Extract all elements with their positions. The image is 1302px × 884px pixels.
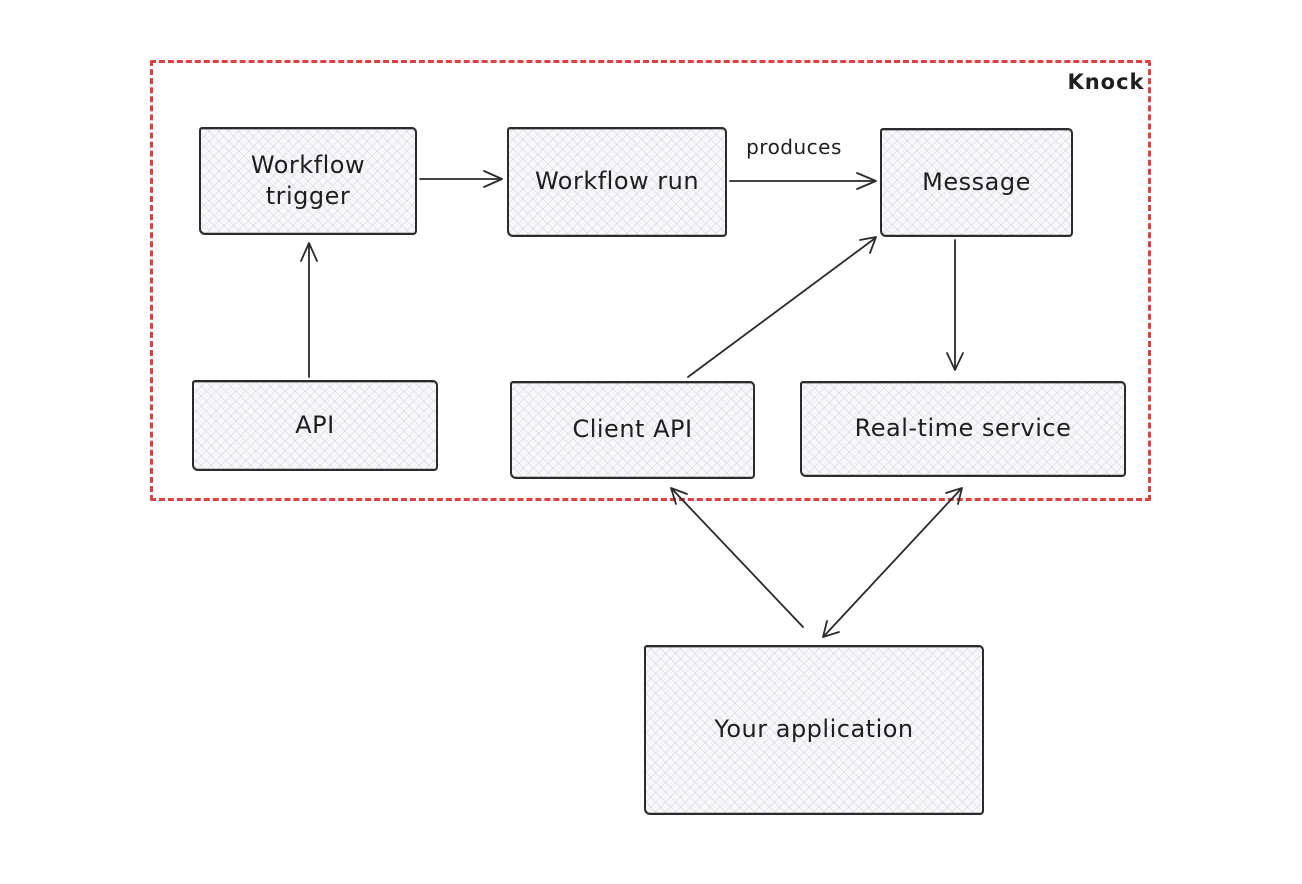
node-client-api-label: Client API xyxy=(572,415,693,444)
node-message-label: Message xyxy=(922,167,1031,196)
node-client-api: Client API xyxy=(510,381,755,479)
node-realtime-service: Real-time service xyxy=(800,381,1126,477)
node-api: API xyxy=(192,380,438,471)
node-api-label: API xyxy=(295,410,335,439)
node-message: Message xyxy=(880,128,1073,237)
edge-label-produces: produces xyxy=(746,135,842,159)
node-workflow-run-label: Workflow run xyxy=(534,167,700,196)
node-workflow-trigger-label: Workflow trigger xyxy=(250,150,366,210)
node-workflow-run: Workflow run xyxy=(507,127,727,237)
node-realtime-service-label: Real-time service xyxy=(854,414,1072,443)
arrow-your-application-to-client-api xyxy=(670,487,804,628)
knock-boundary-label: Knock xyxy=(1067,70,1145,94)
node-your-application: Your application xyxy=(644,645,984,815)
node-workflow-trigger: Workflow trigger xyxy=(199,127,417,235)
arrow-your-application-realtime-service xyxy=(822,487,963,638)
knock-boundary xyxy=(150,60,1151,501)
node-your-application-label: Your application xyxy=(714,715,914,744)
